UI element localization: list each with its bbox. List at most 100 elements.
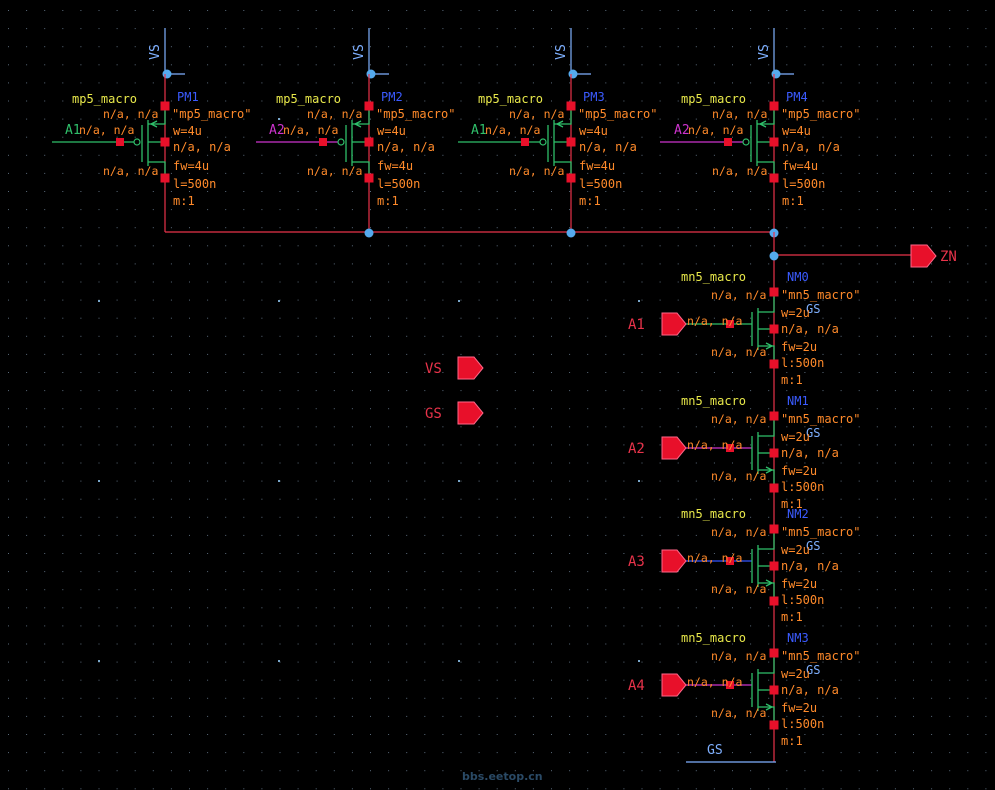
grid-dot	[967, 679, 969, 681]
grid-dot	[333, 299, 335, 301]
grid-dot	[858, 154, 860, 156]
grid-dot	[189, 335, 190, 337]
grid-dot	[460, 317, 462, 319]
grid-dot	[26, 390, 28, 392]
grid-dot	[605, 372, 607, 373]
nmos-param: fw=2u	[781, 464, 817, 478]
nmos-na-left: n/a, n/a	[687, 314, 742, 328]
grid-dot	[750, 770, 752, 772]
grid-dot	[80, 643, 82, 645]
grid-dot	[967, 480, 969, 482]
grid-dot	[478, 553, 480, 554]
grid-dot	[116, 408, 118, 410]
nmos-na-top: n/a, n/a	[711, 525, 766, 539]
grid-dot	[478, 136, 480, 138]
grid-dot	[279, 752, 281, 754]
grid-dot	[315, 408, 317, 410]
grid-dot	[243, 82, 245, 84]
grid-dot	[80, 191, 82, 192]
pmos-param: fw=4u	[173, 159, 209, 173]
grid-dot	[333, 227, 335, 229]
grid-dot	[424, 534, 426, 536]
grid-dot	[424, 191, 426, 192]
grid-dot	[786, 82, 788, 84]
grid-dot	[388, 643, 390, 645]
grid-dot	[551, 10, 552, 11]
grid-dot	[876, 281, 878, 283]
grid-dot	[62, 534, 64, 536]
grid-dot	[442, 498, 444, 500]
grid-dot	[514, 209, 516, 211]
grid-dot	[98, 353, 100, 355]
grid-dot	[496, 462, 498, 464]
grid-dot	[623, 697, 625, 699]
grid-dot	[116, 734, 118, 735]
grid-dot	[279, 82, 281, 84]
grid-dot	[569, 589, 571, 591]
grid-dot	[677, 426, 679, 428]
grid-dot	[641, 100, 643, 102]
grid-dot	[98, 553, 100, 554]
grid-dot	[478, 281, 480, 283]
grid-dot	[551, 498, 552, 500]
grid-dot	[460, 734, 462, 735]
grid-dot	[370, 335, 371, 337]
grid-dot	[732, 82, 733, 84]
grid-dot	[496, 209, 498, 211]
grid-dot	[478, 335, 480, 337]
grid-dot	[370, 734, 371, 735]
pmos-gate-bubble	[539, 138, 547, 146]
grid-dot	[406, 10, 408, 11]
grid-dot	[333, 480, 335, 482]
grid-dot	[297, 679, 299, 681]
grid-dot	[750, 697, 752, 699]
grid-dot	[569, 679, 571, 681]
grid-dot	[351, 408, 353, 410]
grid-dot	[985, 426, 987, 428]
grid-dot	[750, 299, 752, 301]
grid-dot	[532, 136, 534, 138]
grid-dot	[659, 46, 661, 48]
grid-dot	[985, 118, 987, 120]
grid-dot	[732, 263, 733, 265]
grid-dot	[478, 118, 480, 120]
nmos-na-top: n/a, n/a	[711, 412, 766, 426]
grid-dot	[279, 643, 281, 645]
grid-dot	[261, 64, 263, 66]
grid-dot	[442, 82, 444, 84]
grid-dot	[695, 353, 697, 355]
grid-dot	[913, 643, 914, 645]
grid-dot	[641, 607, 643, 609]
grid-dot	[967, 571, 969, 573]
grid-dot	[98, 589, 100, 591]
grid-dot	[804, 408, 806, 410]
grid-dot	[569, 353, 571, 355]
grid-dot	[768, 299, 770, 301]
grid-dot	[225, 191, 227, 192]
grid-dot	[460, 64, 462, 66]
grid-dot	[677, 191, 679, 192]
grid-dot	[623, 480, 625, 482]
nmos-param: n/a, n/a	[781, 683, 839, 697]
grid-dot	[587, 607, 589, 609]
grid-dot	[840, 209, 842, 211]
grid-dot	[605, 335, 607, 337]
grid-dot	[858, 28, 860, 30]
grid-dot	[804, 534, 806, 536]
grid-dot	[116, 82, 118, 84]
grid-dot	[659, 64, 661, 66]
grid-dot	[26, 607, 28, 609]
grid-dot	[134, 209, 136, 211]
grid-dot	[713, 172, 715, 174]
grid-dot	[8, 697, 9, 699]
grid-dot	[44, 408, 46, 410]
grid-dot	[243, 245, 245, 247]
grid-dot	[243, 46, 245, 48]
grid-dot	[406, 697, 408, 699]
grid-dot	[261, 209, 263, 211]
grid-dot	[967, 299, 969, 301]
grid-dot	[786, 625, 788, 627]
grid-dot	[98, 227, 100, 229]
grid-dot	[569, 752, 571, 754]
